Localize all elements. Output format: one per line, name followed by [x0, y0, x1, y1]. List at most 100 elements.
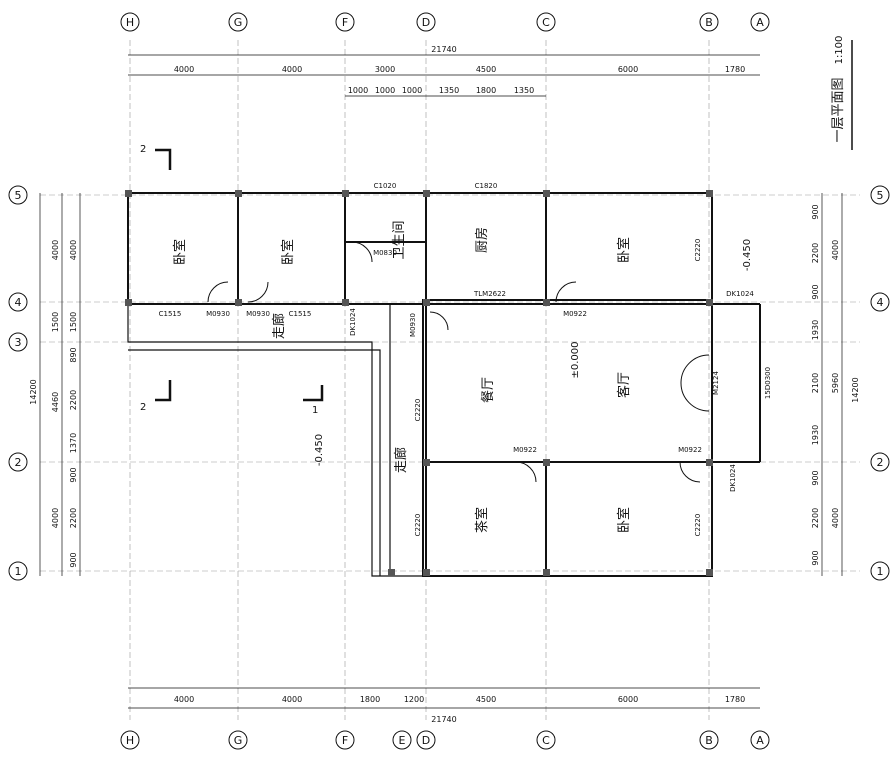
dim-right-900b: 900: [811, 284, 820, 299]
openings: C1020 C1820 C1515 C1515 C2220 C2220 C222…: [159, 182, 772, 536]
level-outdoor-left: -0.450: [314, 434, 325, 466]
dim-top2-1: 1000: [348, 86, 368, 95]
axis-label-2: 2: [15, 456, 22, 469]
axis-label-5: 5: [15, 189, 22, 202]
door-m0930-a: M0930: [206, 310, 230, 318]
dim-top-cb: 6000: [618, 65, 638, 74]
window-c2220-b: C2220: [414, 399, 422, 422]
dim-right-2100: 2100: [811, 373, 820, 393]
dim-right-900a: 900: [811, 204, 820, 219]
door-m0930-b: M0930: [246, 310, 270, 318]
axis-label-4-right: 4: [877, 296, 884, 309]
axis-label-c: C: [542, 16, 550, 29]
axis-label-f-bottom: F: [342, 734, 348, 747]
window-c2220-a: C2220: [694, 239, 702, 262]
level-floor: ±0.000: [570, 341, 581, 378]
room-bedroom-h4: 卧室: [172, 239, 188, 265]
axis-label-g-bottom: G: [234, 734, 243, 747]
axis-label-a: A: [756, 16, 764, 29]
axis-label-b-bottom: B: [705, 734, 713, 747]
left-dimensions: 14200 4000 1500 4460 4000 4000 1500 890 …: [29, 240, 78, 568]
dim-bot-dc: 4500: [476, 695, 496, 704]
door-dk1024-a: DK1024: [349, 308, 357, 336]
right-dimensions: 900 2200 900 1930 2100 1930 900 2200 900…: [811, 204, 860, 565]
dim-top-gf: 4000: [282, 65, 302, 74]
section-label-mid: 1: [312, 405, 318, 416]
axis-label-4: 4: [15, 296, 22, 309]
level-outdoor-right: -0.450: [742, 239, 753, 271]
door-m0830: M0830: [373, 249, 397, 257]
door-m2124: M2124: [712, 371, 720, 395]
door-tlm2622: TLM2622: [473, 290, 506, 298]
dim-left2-890: 890: [69, 347, 78, 362]
plan-title: 一层平面图: [831, 77, 846, 142]
door-m0922-a: M0922: [563, 310, 587, 318]
dim-right-900c: 900: [811, 470, 820, 485]
dim-top2-5: 1800: [476, 86, 496, 95]
corridor: [127, 304, 423, 577]
axis-label-d-bottom: D: [422, 734, 430, 747]
axis-bubbles-bottom: [120, 730, 770, 750]
grid-lines: [40, 40, 860, 720]
axis-label-b: B: [705, 16, 713, 29]
room-labels: 卧室 卧室 卫生间 厨房 卧室 餐厅 客厅 茶室 卧室 走廊 走廊: [172, 220, 632, 533]
axis-label-1: 1: [15, 565, 22, 578]
dim-right-2200b: 2200: [811, 508, 820, 528]
axis-bubbles-side: [8, 185, 890, 581]
dim-total-width: 21740: [431, 45, 456, 54]
axis-label-g: G: [234, 16, 243, 29]
dim-left2-43: 1500: [69, 312, 78, 332]
dimension-lines: [39, 54, 843, 709]
window-c1515-b: C1515: [289, 310, 312, 318]
section-label-bottom: 2: [140, 402, 146, 413]
dim-top2-6: 1350: [514, 86, 534, 95]
dim-left-21: 4000: [51, 508, 60, 528]
dim-right-1930b: 1930: [811, 425, 820, 445]
axis-label-h: H: [126, 16, 134, 29]
dim-bot-gf: 4000: [282, 695, 302, 704]
dim-right-total-3: 4000: [831, 508, 840, 528]
window-c2220-d: C2220: [694, 514, 702, 537]
plan-scale: 1:100: [834, 36, 845, 65]
axis-labels: H G F D C B A H G F E D C B A 5 4 3 2 1 …: [15, 16, 884, 747]
dim-right-1930a: 1930: [811, 320, 820, 340]
dim-top-fd: 3000: [375, 65, 395, 74]
dim-right-total-1: 4000: [831, 240, 840, 260]
axis-label-1-right: 1: [877, 565, 884, 578]
room-corridor-mid: 走廊: [393, 447, 409, 473]
axis-label-a-bottom: A: [756, 734, 764, 747]
axis-label-2-right: 2: [877, 456, 884, 469]
dim-right-total-h: 14200: [851, 377, 860, 402]
axis-label-e-bottom: E: [399, 734, 406, 747]
level-marks: -0.450 -0.450 ±0.000: [314, 239, 753, 466]
room-bedroom-c2: 卧室: [616, 507, 632, 533]
room-kitchen: 厨房: [474, 227, 490, 253]
room-bedroom-master: 卧室: [616, 237, 632, 263]
axis-label-f: F: [342, 16, 348, 29]
section-labels: 2 2 1: [140, 144, 318, 416]
dim-top-hg: 4000: [174, 65, 194, 74]
room-bedroom-g4: 卧室: [280, 239, 296, 265]
dim-bot-ba: 1780: [725, 695, 745, 704]
dim-left-total: 14200: [29, 379, 38, 404]
dim-top2-4: 1350: [439, 86, 459, 95]
axis-label-d: D: [422, 16, 430, 29]
door-m0922-b: M0922: [513, 446, 537, 454]
dim-bot-hg: 4000: [174, 695, 194, 704]
dim-right-2200a: 2200: [811, 243, 820, 263]
window-c2220-c: C2220: [414, 514, 422, 537]
window-c1020: C1020: [374, 182, 397, 190]
dim-left2-2200: 2200: [69, 390, 78, 410]
walls: [127, 192, 761, 577]
dim-bot-fe: 1800: [360, 695, 380, 704]
dim-right-900d: 900: [811, 550, 820, 565]
dim-bot-cb: 6000: [618, 695, 638, 704]
axis-label-5-right: 5: [877, 189, 884, 202]
bottom-dimensions: 4000 4000 1800 1200 4500 6000 1780 21740: [174, 695, 745, 724]
door-m0930-c: M0930: [409, 313, 417, 337]
top-dimensions: 21740 4000 4000 3000 4500 6000 1780 1000…: [174, 45, 745, 95]
columns: [125, 190, 713, 576]
dim-top-ba: 1780: [725, 65, 745, 74]
door-swings: [207, 241, 710, 483]
